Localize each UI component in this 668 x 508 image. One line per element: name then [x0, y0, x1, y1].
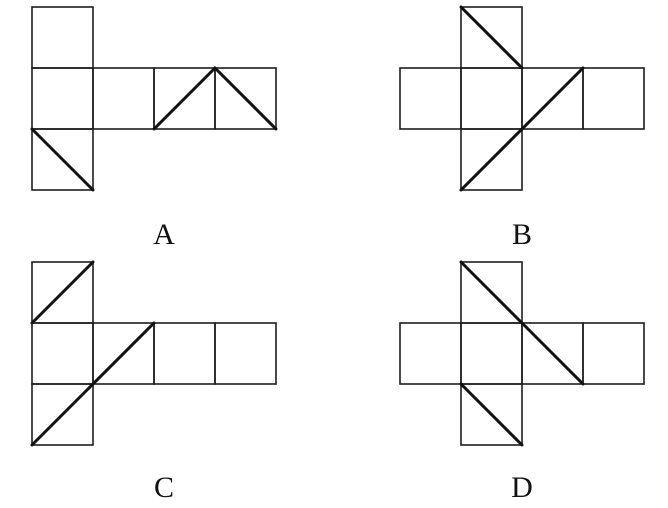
net-d-face [460, 383, 523, 446]
net-a-face [31, 128, 94, 191]
net-a-diagonal [30, 127, 95, 192]
net-a-face [31, 6, 94, 69]
net-d-diagonal [459, 260, 524, 325]
net-b-face [460, 67, 523, 130]
net-c-face [31, 322, 94, 385]
net-b-diagonal [520, 66, 585, 131]
net-c [30, 260, 277, 447]
option-c: C [30, 260, 277, 504]
net-a-diagonal [152, 66, 217, 131]
net-c-diagonal [30, 260, 95, 325]
option-c-label: C [154, 471, 174, 504]
net-d-diagonal [520, 321, 585, 386]
net-b-diagonal [459, 127, 524, 192]
option-a-label: A [153, 218, 175, 251]
net-c-face [31, 383, 94, 446]
net-a-face [31, 67, 94, 130]
net-a [30, 6, 278, 192]
option-d-label: D [511, 471, 533, 504]
net-c-diagonal [30, 382, 95, 447]
net-d-diagonal [459, 382, 524, 447]
net-b-face [399, 67, 462, 130]
net-a-face [92, 67, 155, 130]
net-d-face [582, 322, 645, 385]
net-b [399, 5, 645, 192]
net-b-face [582, 67, 645, 130]
net-c-face [153, 322, 216, 385]
option-a: A [30, 6, 278, 251]
net-b-face [460, 128, 523, 191]
net-d-face [460, 322, 523, 385]
net-c-face [214, 322, 277, 385]
net-a-diagonal [213, 66, 278, 131]
net-c-diagonal [91, 321, 156, 386]
option-b: B [399, 5, 645, 251]
option-b-label: B [512, 218, 532, 251]
net-a-face [214, 67, 277, 130]
net-d-face [399, 322, 462, 385]
net-b-diagonal [459, 5, 524, 70]
option-d: D [399, 260, 645, 504]
net-d [399, 260, 645, 447]
